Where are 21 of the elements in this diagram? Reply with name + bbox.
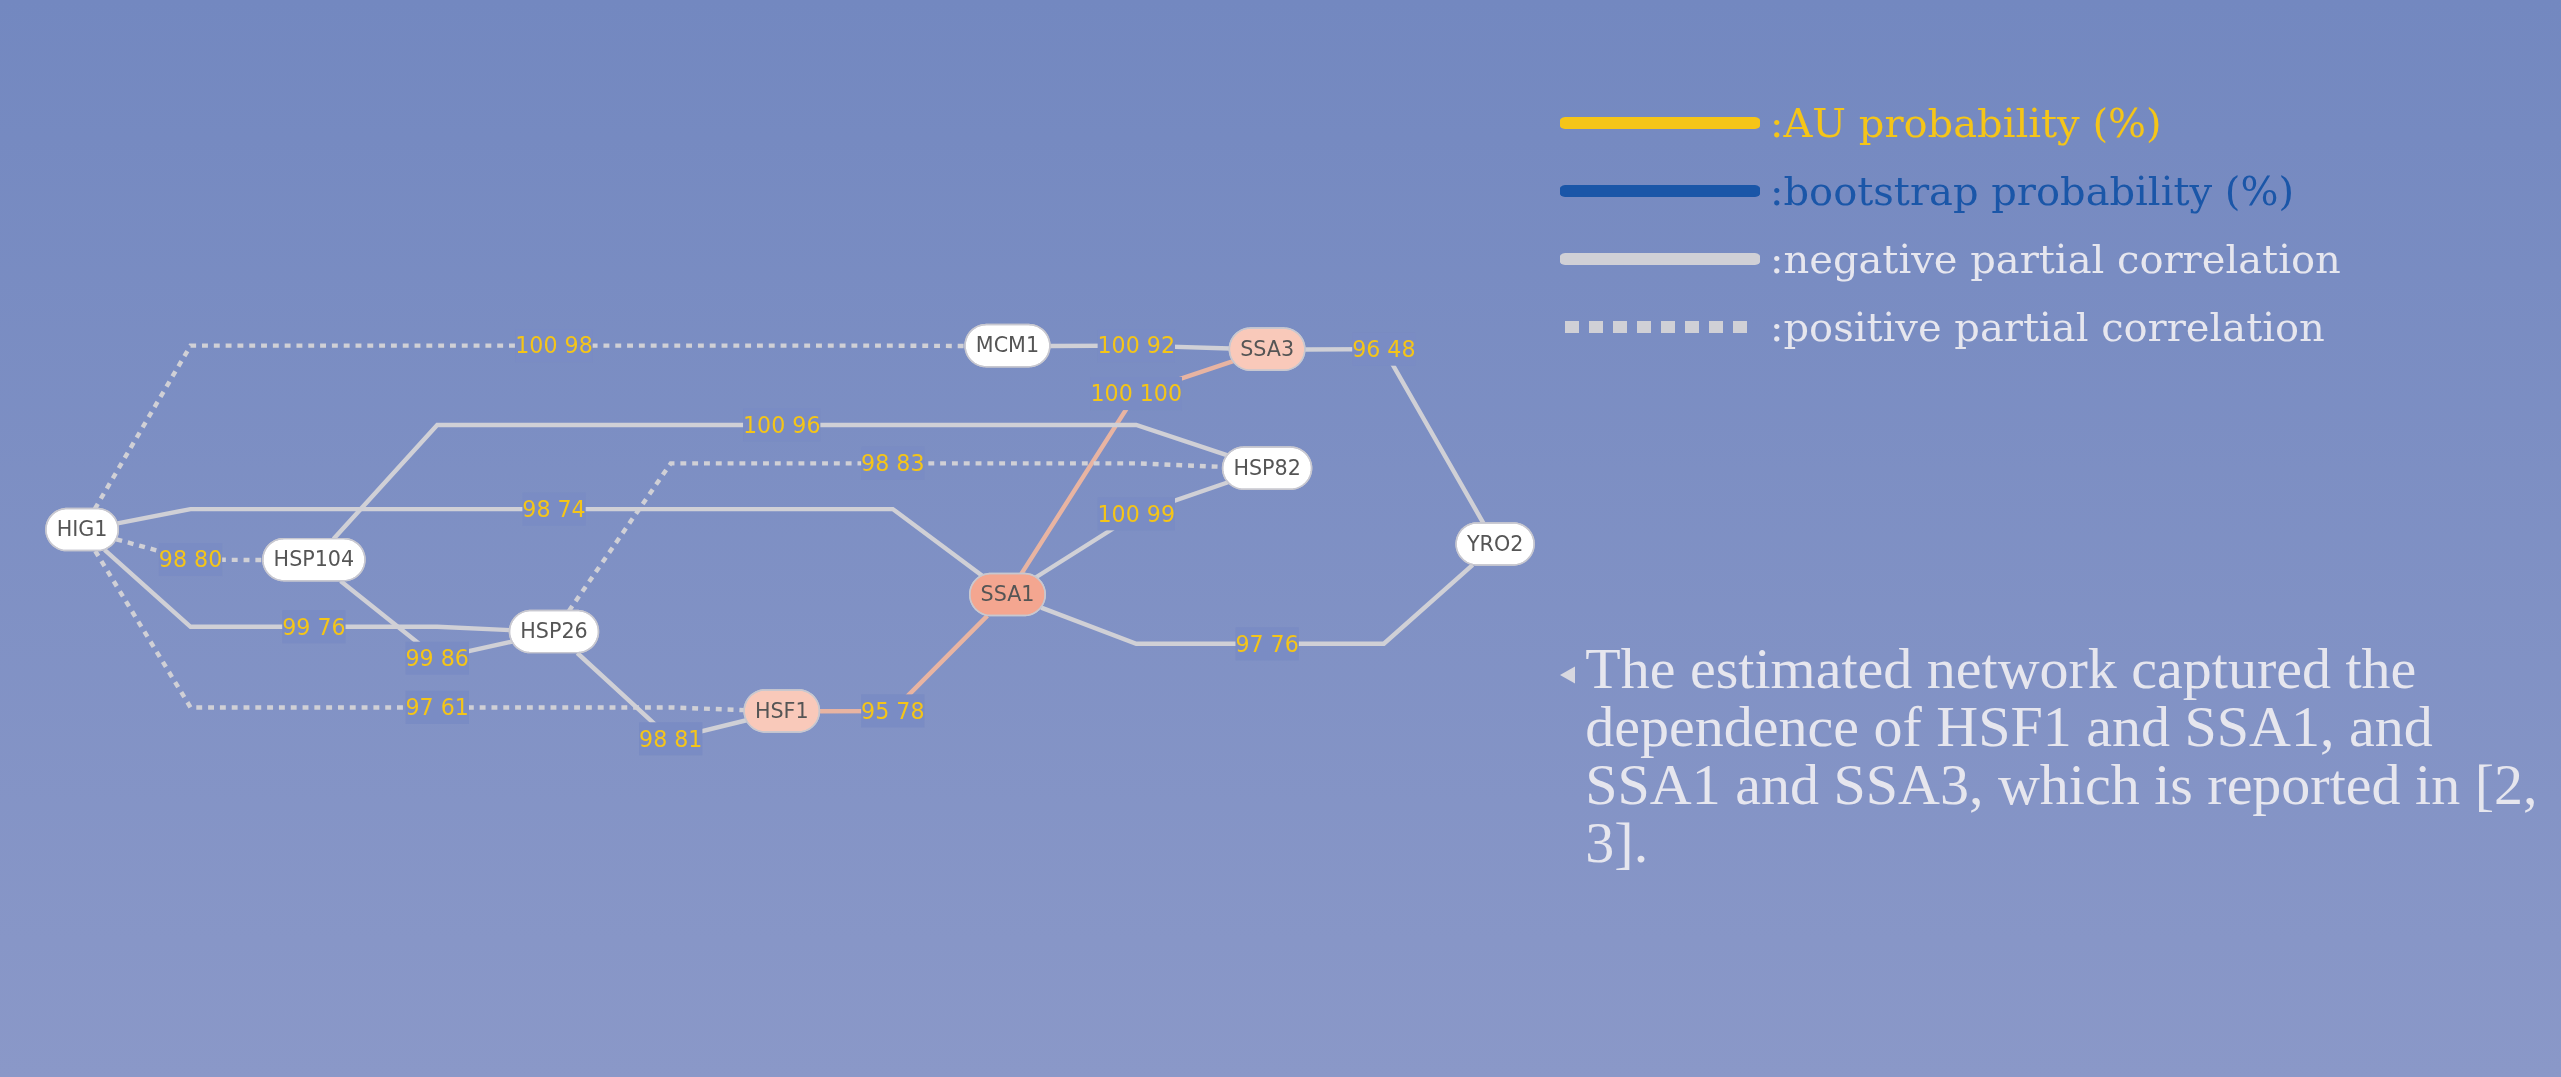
edge-label: 98 80 xyxy=(158,546,223,573)
legend-text: :bootstrap probability (%) xyxy=(1770,168,2295,214)
edge-label: 100 96 xyxy=(743,412,821,438)
edge-label: 97 61 xyxy=(405,694,469,721)
edge-label: 99 86 xyxy=(405,645,469,672)
edge-label: 100 100 xyxy=(1090,380,1183,407)
legend-text: :positive partial correlation xyxy=(1770,304,2325,350)
legend-text: :AU probability (%) xyxy=(1770,100,2162,146)
edge-label: 95 78 xyxy=(861,698,925,724)
edge-label: 98 74 xyxy=(522,496,586,523)
edge-label: 100 98 xyxy=(515,332,593,359)
edge-label: 98 83 xyxy=(861,450,925,477)
note-text: The estimated network captured the dependence of HSF1 and SSA1, and SSA1 and SSA3, which is reported in [2, 3]. xyxy=(1585,640,2539,872)
edge-label: 100 99 xyxy=(1097,500,1175,527)
edge-label: 99 76 xyxy=(282,613,346,640)
edge-label: 97 76 xyxy=(1235,630,1299,657)
edge-label: 96 48 xyxy=(1352,336,1416,363)
edge-label: 98 81 xyxy=(639,725,703,752)
connector xyxy=(1034,480,1229,580)
legend-text: :negative partial correlation xyxy=(1770,236,2341,282)
edge-label: 100 92 xyxy=(1097,332,1175,359)
